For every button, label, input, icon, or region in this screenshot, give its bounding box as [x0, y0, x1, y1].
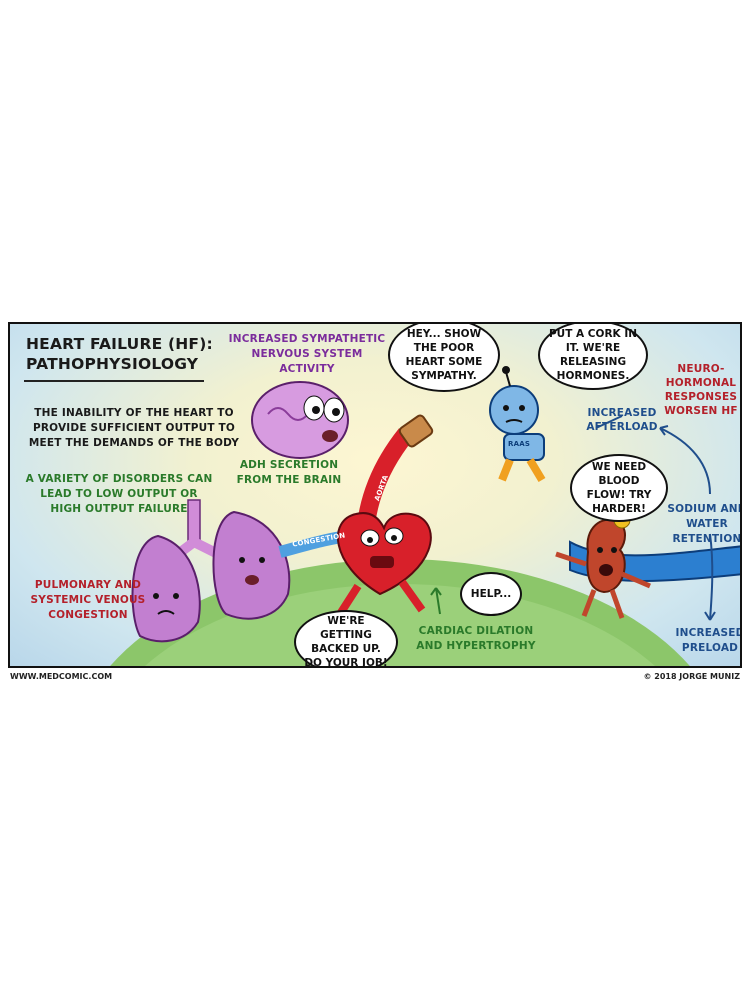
lung-right [212, 510, 291, 620]
footer-copyright: © 2018 Jorge Muniz [643, 672, 740, 681]
heart-character [336, 512, 432, 617]
pulmonary-text: Pulmonary and systemic venous congestion [30, 579, 146, 621]
neurohormonal-text: Neuro-hormonal responses worsen HF [664, 363, 738, 417]
adh-text: ADH secretion from the brain [236, 459, 342, 486]
arrows [430, 415, 716, 621]
speech-bubble-brain: Hey... show the poor heart some sympathy… [388, 324, 500, 392]
speech-bubble-heart: Help... [460, 572, 522, 616]
title-underline [24, 380, 204, 382]
afterload-text: Increased afterload [586, 407, 658, 433]
cork [398, 414, 434, 448]
sympathetic-text: Increased sympathetic nervous system act… [228, 333, 386, 375]
preload-text: Increased preload [675, 627, 742, 654]
comic-illustration [110, 366, 740, 666]
raas-character [489, 366, 546, 483]
definition-text: The inability of the heart to provide su… [28, 407, 240, 449]
dilation-text: Cardiac dilation and hypertrophy [416, 625, 536, 652]
speech-bubble-lungs: We're getting backed up. Do your job! [294, 610, 398, 666]
page-title: Heart Failure (HF): Pathophysiology [26, 334, 213, 374]
footer-site: www.medcomic.com [10, 672, 113, 681]
comic-panel: Heart Failure (HF): Pathophysiology The … [8, 322, 742, 668]
brain-character [251, 381, 349, 459]
speech-bubble-kidney: We need blood flow! Try harder! [570, 454, 668, 522]
speech-bubble-raas: Put a cork in it. We're releasing hormon… [538, 324, 648, 390]
sodium-text: Sodium and water retention [667, 503, 742, 545]
kidney-character [555, 511, 651, 619]
title-line-1: Heart Failure (HF): [26, 335, 213, 353]
title-line-2: Pathophysiology [26, 355, 199, 373]
lung-left [131, 534, 201, 643]
raas-label: RAAS [508, 440, 531, 448]
disorders-text: A variety of disorders can lead to low o… [25, 473, 213, 515]
